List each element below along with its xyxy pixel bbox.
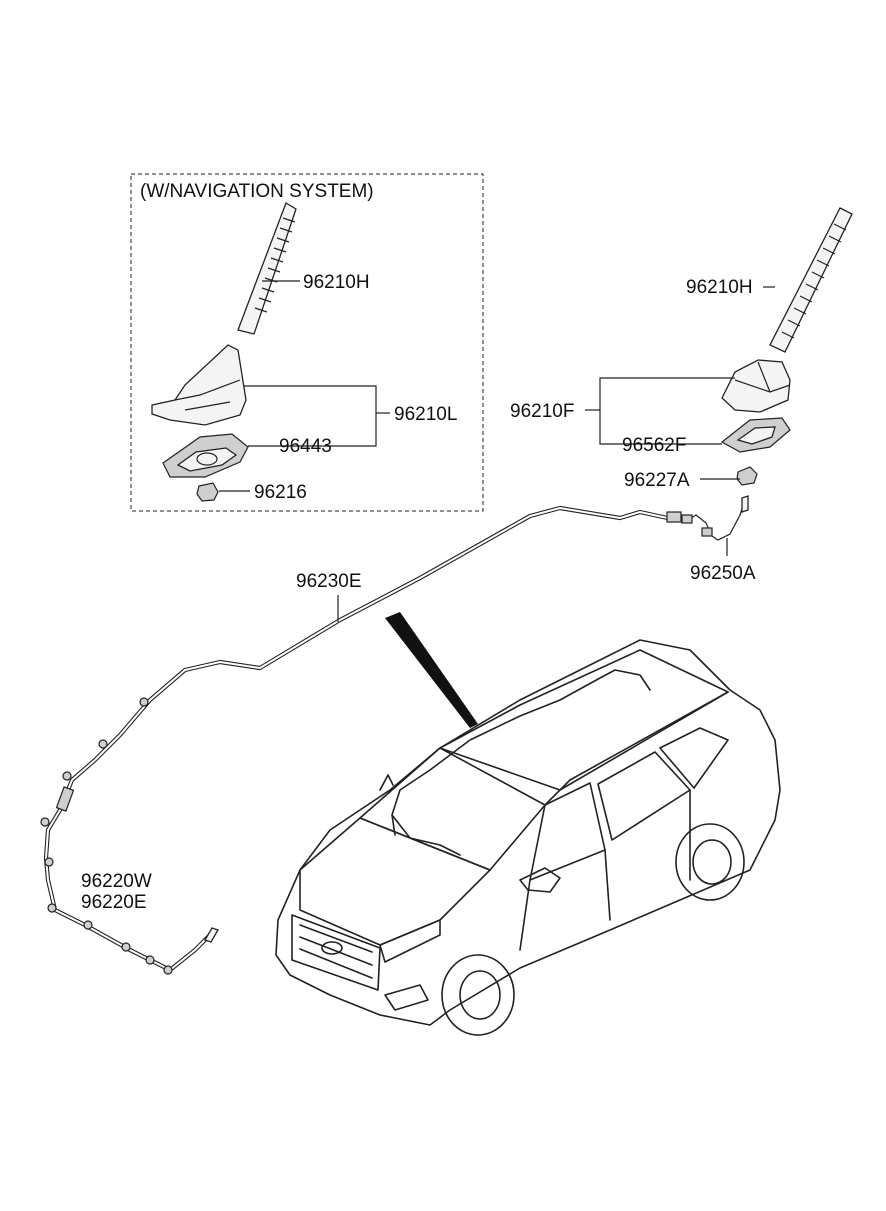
roof-feeder-cable [40, 505, 682, 975]
label-main-feeder-cable-2: 96220E [81, 892, 147, 913]
label-main-feeder-cable-1: 96220W [81, 871, 152, 892]
nav-antenna-base [151, 344, 247, 426]
std-antenna-pad [720, 417, 791, 453]
pointer-arrow [385, 612, 478, 728]
label-feeder-extension: 96250A [690, 563, 756, 584]
label-std-antenna-rod: 96210H [686, 277, 753, 298]
label-std-antenna-assy: 96210F [510, 401, 574, 422]
nav-antenna-pad [162, 433, 249, 478]
label-nav-nut: 96216 [254, 482, 307, 503]
label-nav-antenna-rod: 96210H [303, 272, 370, 293]
feeder-extension [681, 495, 749, 541]
vehicle-illustration [275, 639, 781, 1036]
std-antenna-nut [736, 466, 758, 486]
std-antenna-base [721, 359, 791, 413]
label-nav-pad: 96443 [279, 436, 332, 457]
std-antenna-rod [769, 207, 853, 353]
label-nav-antenna-assy: 96210L [394, 404, 457, 425]
inset-frame [130, 173, 484, 512]
nav-antenna-nut [196, 482, 219, 502]
label-std-nut: 96227A [624, 470, 690, 491]
label-std-pad: 96562F [622, 435, 686, 456]
leader-std-bracket [599, 377, 735, 445]
nav-antenna-rod [237, 202, 297, 335]
leader-nav-bracket [244, 385, 377, 447]
inset-title: (W/NAVIGATION SYSTEM) [140, 181, 374, 202]
label-roof-feeder-cable: 96230E [296, 571, 362, 592]
